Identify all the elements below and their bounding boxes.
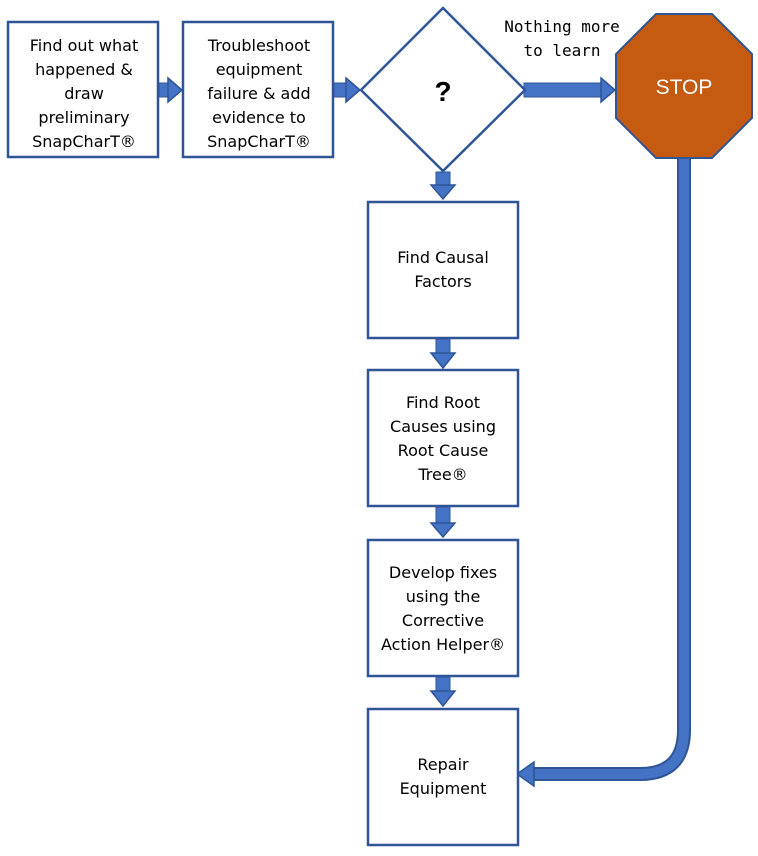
return-connector — [530, 158, 691, 781]
text-line: Action Helper® — [381, 635, 505, 654]
stop-label: STOP — [656, 76, 713, 99]
text-line: Develop fixes — [389, 563, 497, 582]
step-develop-fixes-box — [366, 538, 520, 678]
return-connector-fill — [530, 158, 689, 779]
text-line: evidence to — [212, 108, 306, 127]
text-line: equipment — [216, 60, 303, 79]
step-troubleshoot-text: Troubleshoot equipment failure & add eviden… — [207, 36, 311, 151]
step-root-causes-box — [366, 368, 520, 508]
step-repair-box — [366, 707, 520, 847]
arrow-root-to-fixes — [429, 506, 457, 539]
text-line: Find Root — [406, 393, 480, 412]
decision-label: ? — [434, 76, 451, 107]
step-causal-factors-box — [366, 200, 520, 340]
text-line: Causes using — [390, 417, 496, 436]
return-arrowhead — [515, 760, 535, 788]
stop-sign — [615, 13, 753, 159]
text-line: draw — [64, 84, 104, 103]
text-line: Find Causal — [397, 248, 489, 267]
arrow-find-to-troubleshoot — [158, 76, 184, 104]
arrow-troubleshoot-to-decision — [333, 76, 362, 104]
decision-diamond — [359, 6, 527, 173]
text-line: Nothing more — [504, 17, 620, 36]
text-line: SnapCharT® — [32, 132, 136, 151]
text-line: preliminary — [38, 108, 129, 127]
arrow-causal-to-root — [429, 338, 457, 370]
text-line: using the — [406, 587, 481, 606]
nothing-more-note: Nothing more to learn — [504, 17, 620, 60]
text-line: Repair — [417, 755, 469, 774]
arrow-fixes-to-repair — [429, 676, 457, 708]
arrow-decision-to-stop — [523, 76, 617, 104]
text-line: Corrective — [402, 611, 484, 630]
text-line: Root Cause — [398, 441, 489, 460]
step-troubleshoot-box — [181, 20, 335, 159]
arrow-decision-to-causal — [429, 171, 457, 201]
text-line: happened & — [35, 60, 133, 79]
text-line: Tree® — [417, 465, 467, 484]
text-line: failure & add — [207, 84, 310, 103]
step-find-out-box — [6, 20, 160, 159]
text-line: Troubleshoot — [207, 36, 310, 55]
text-line: SnapCharT® — [207, 132, 311, 151]
text-line: Equipment — [400, 779, 487, 798]
text-line: Find out what — [30, 36, 138, 55]
text-line: to learn — [523, 41, 600, 60]
text-line: Factors — [414, 272, 471, 291]
